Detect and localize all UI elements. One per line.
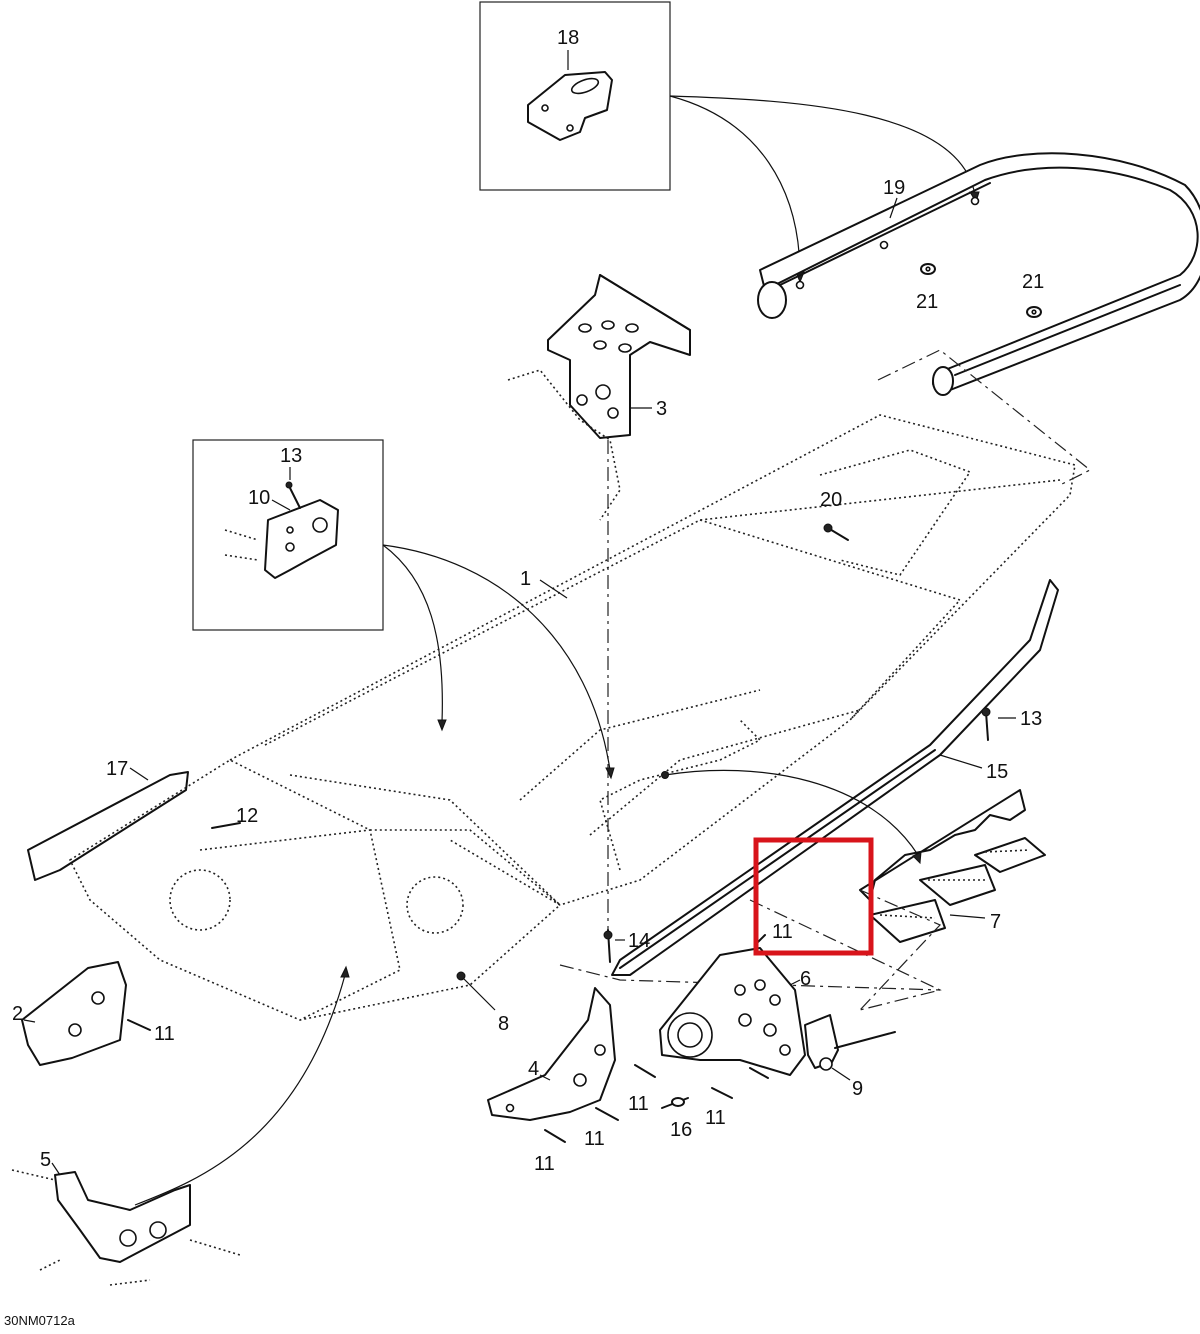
callout-9: 9 [852, 1078, 863, 1100]
bracket-17: 17 [27, 758, 189, 881]
callout-11c: 11 [534, 1153, 555, 1175]
ghost-bracket-outline [507, 369, 621, 521]
callout-11f: 11 [772, 921, 793, 943]
bracket-3: 3 [547, 274, 691, 439]
callout-2: 2 [12, 1003, 23, 1025]
callout-3: 3 [656, 398, 667, 420]
callout-5a: 5 [40, 1149, 51, 1171]
callout-6: 6 [800, 968, 811, 990]
callout-13a: 13 [280, 445, 302, 467]
arrow-5-head [340, 965, 350, 978]
alignment-lines-lower [559, 889, 942, 1011]
callout-21a: 21 [916, 291, 938, 313]
rail-15: 15 [611, 579, 1059, 976]
callout-8: 8 [498, 1013, 509, 1035]
callout-11a: 11 [154, 1023, 175, 1045]
callout-10: 10 [248, 487, 270, 509]
tunnel-1: 1 [229, 414, 1076, 906]
highlighted-region: 11 [753, 837, 874, 956]
callout-15: 15 [986, 761, 1008, 783]
inset-box-plate-10: 13 10 [192, 439, 384, 631]
side-plate-6: 6 [659, 947, 811, 1076]
callout-11e: 11 [705, 1107, 726, 1129]
arrow-5-to-frame [134, 974, 346, 1206]
rivet-13: 13 [981, 707, 1042, 741]
rivet-14: 14 [603, 929, 650, 963]
inset-box-bracket-18: 18 [479, 1, 671, 191]
callout-20: 20 [820, 489, 842, 511]
axle-9: 9 [804, 1014, 896, 1100]
callout-14: 14 [628, 930, 650, 952]
arrows-from-inset-10 [382, 544, 615, 780]
bracket-2: 2 11 [12, 961, 175, 1066]
callout-11d: 11 [628, 1093, 649, 1115]
callout-18: 18 [557, 27, 579, 49]
callout-19: 19 [883, 177, 905, 199]
callout-16: 16 [670, 1119, 692, 1141]
bracket-4: 4 [487, 987, 616, 1121]
callout-4: 4 [528, 1058, 539, 1080]
bracket-5: 5 [11, 1149, 241, 1286]
grab-handle-19: 19 [757, 152, 1200, 396]
plates-7: 7 [661, 769, 1046, 943]
callout-13b: 13 [1020, 708, 1042, 730]
bolt-20: 20 [820, 489, 849, 541]
front-frame-assembly: 12 8 [68, 759, 562, 1035]
callout-1: 1 [520, 568, 531, 590]
alignment-line-handle [877, 349, 1092, 486]
callout-17: 17 [106, 758, 128, 780]
callout-7: 7 [990, 911, 1001, 933]
callout-12: 12 [236, 805, 258, 827]
diagram-code: 30NM0712a [4, 1313, 76, 1328]
highlight-box [753, 837, 874, 956]
washers-21: 21 21 [916, 263, 1044, 318]
bushing-16: 16 [661, 1097, 692, 1141]
callout-11b: 11 [584, 1128, 605, 1150]
rivets-11-lower: 11 11 11 11 [534, 1064, 769, 1175]
callout-21b: 21 [1022, 271, 1044, 293]
